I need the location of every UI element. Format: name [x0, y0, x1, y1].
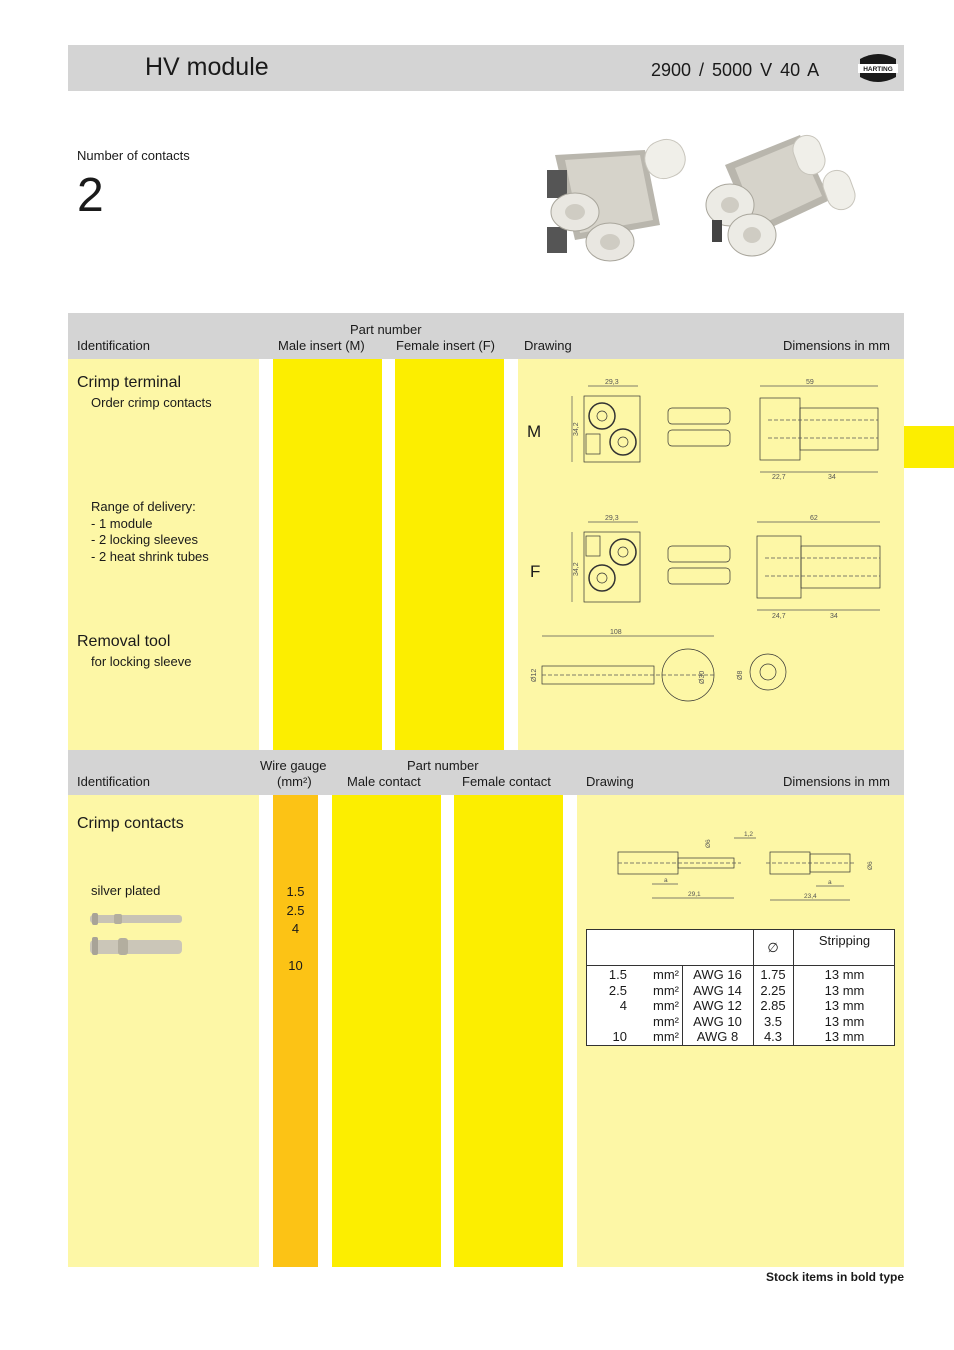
dim-male-length: 59 [806, 379, 814, 386]
spec-col-diameter: ∅ [767, 940, 779, 955]
dim-male-b: 34 [828, 474, 836, 481]
order-crimp-text: Order crimp contacts [91, 395, 212, 410]
range-item-sleeves: - 2 locking sleeves [91, 532, 198, 547]
dim-female-d: Ø6 [867, 861, 874, 870]
dim-male-tip: 1,2 [744, 831, 753, 838]
dim-male-d: Ø6 [705, 839, 712, 848]
removal-tool-title: Removal tool [77, 633, 171, 650]
dim-female-a: a [828, 879, 832, 886]
voltage-current-rating: 2900 / 5000 V 40 A [651, 60, 820, 80]
removal-tool-sub: for locking sleeve [91, 654, 192, 669]
dim-male-height: 34,2 [573, 422, 580, 436]
range-title: Range of delivery: [91, 499, 196, 514]
table2-female-header: Female contact [462, 774, 551, 789]
table2-drawing-header: Drawing [586, 774, 634, 789]
removal-tool-drawing: 108 Ø12 Ø30 Ø8 [528, 626, 808, 716]
spec-row: 2.5 mm² AWG 14 2.25 13 mm [608, 982, 865, 998]
table2-header [68, 750, 904, 795]
spec-row: 1.5 mm² AWG 16 1.75 13 mm [608, 967, 865, 982]
dim-male-a: 22,7 [772, 474, 786, 481]
product-photo-male [535, 135, 710, 265]
label-male: M [527, 422, 542, 441]
spec-col-stripping: Stripping [818, 933, 871, 948]
crimp-terminal-title: Crimp terminal [77, 374, 182, 391]
wire-gauge-list: 1.5 2.5 4 10 [273, 883, 318, 976]
table2-male-column [332, 795, 441, 1267]
spec-rows: 1.5 mm² AWG 16 1.75 13 mm 2.5 mm² AWG 14… [587, 967, 896, 1045]
silver-plated-text: silver plated [91, 883, 161, 898]
dim-female-b: 34 [830, 613, 838, 620]
section-tab [904, 426, 954, 468]
crimp-contacts-title: Crimp contacts [77, 815, 184, 832]
table1-part-number-header: Part number [350, 322, 422, 337]
range-of-delivery: Range of delivery: - 1 module - 2 lockin… [91, 499, 209, 565]
gauge-value: 10 [288, 958, 303, 973]
spec-row: 4 mm² AWG 12 2.85 13 mm [619, 998, 865, 1013]
table2-male-header: Male contact [347, 774, 421, 789]
range-item-module: - 1 module [91, 515, 153, 531]
table1-male-column [273, 359, 382, 750]
spec-row: mm² AWG 10 3.5 13 mm [653, 1013, 865, 1029]
spec-row: 10 mm² AWG 8 4.3 13 mm [612, 1029, 865, 1044]
product-photo-female [700, 130, 865, 265]
crimp-contacts-photo [88, 910, 184, 960]
table2-identification-column [68, 795, 259, 1267]
dim-female-length: 62 [810, 515, 818, 522]
table1-dimensions-header: Dimensions in mm [783, 338, 890, 353]
table1-male-header: Male insert (M) [278, 338, 365, 353]
table1-identification-column [68, 359, 259, 750]
header-bar [68, 45, 904, 91]
table2-part-number-header: Part number [407, 758, 479, 773]
male-insert-drawing: 29,3 34,2 59 22,7 34 [560, 374, 900, 482]
dim-male-width: 29,3 [605, 379, 619, 386]
dim-female-len: 23,4 [804, 893, 817, 900]
dim-tool-d3: Ø8 [737, 671, 744, 680]
dim-tool-d2: Ø30 [699, 671, 706, 684]
table1-female-header: Female insert (F) [396, 338, 495, 353]
dim-tool-length: 108 [610, 629, 622, 636]
table1-female-column [395, 359, 504, 750]
range-item-tubes: - 2 heat shrink tubes [91, 548, 209, 564]
contacts-label: Number of contacts [77, 148, 190, 163]
table2-dimensions-header: Dimensions in mm [783, 774, 890, 789]
dim-male-a: a [664, 877, 668, 884]
label-female: F [530, 562, 541, 581]
table1-header [68, 313, 904, 359]
female-insert-drawing: 29,3 34,2 62 24,7 34 [560, 510, 900, 622]
gauge-value [273, 939, 318, 958]
page-title: HV module [145, 53, 269, 81]
table2-mm2-header: (mm²) [277, 774, 312, 789]
table1-drawing-header: Drawing [524, 338, 572, 353]
dim-tool-d1: Ø12 [531, 669, 538, 682]
gauge-value: 1.5 [286, 884, 305, 899]
gauge-value: 2.5 [286, 902, 305, 918]
dim-male-len: 29,1 [688, 891, 701, 898]
table2-female-column [454, 795, 563, 1267]
gauge-value: 4 [291, 921, 300, 936]
dim-female-a: 24,7 [772, 613, 786, 620]
stock-items-note: Stock items in bold type [765, 1270, 904, 1284]
table2-gauge-column [273, 795, 318, 1267]
table2-identification-header: Identification [77, 774, 150, 789]
table1-identification-header: Identification [77, 338, 150, 353]
harting-logo: HARTING [857, 49, 899, 87]
table2-wire-gauge-header: Wire gauge [260, 758, 327, 773]
crimp-contact-drawing: 1,2 Ø6 a 29,1 a 23,4 Ø6 [606, 830, 886, 910]
contacts-value: 2 [77, 169, 104, 222]
wire-spec-table: ∅ Stripping 1.5 mm² AWG 16 1.75 13 mm 2.… [586, 929, 895, 1046]
logo-text: HARTING [863, 66, 893, 73]
dim-female-width: 29,3 [605, 515, 619, 522]
dim-female-height: 34,2 [573, 562, 580, 576]
